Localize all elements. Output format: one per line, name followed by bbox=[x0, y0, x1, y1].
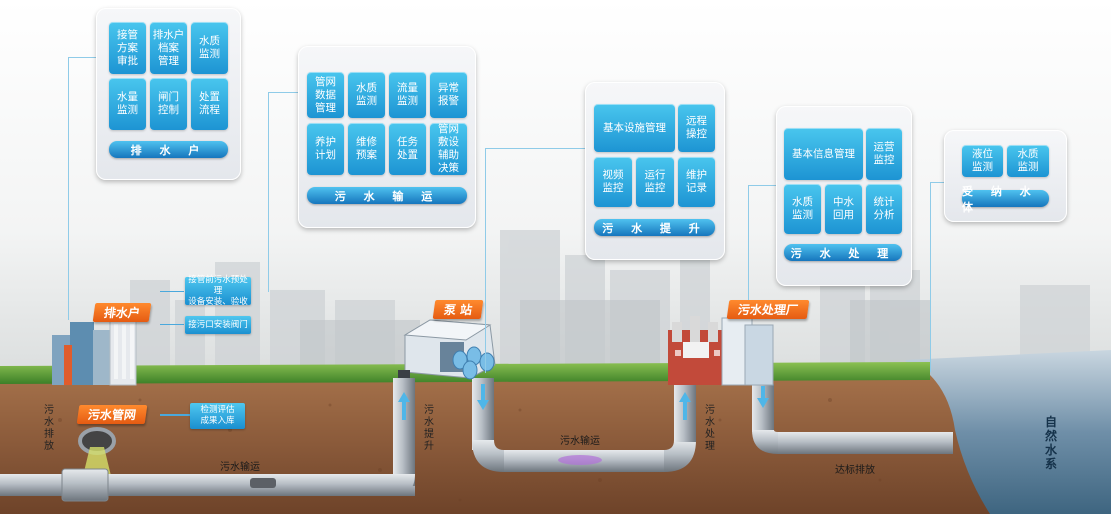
tag-drainage-user: 排水户 bbox=[92, 303, 152, 322]
cell-water-quality[interactable]: 水质 监测 bbox=[1007, 145, 1049, 177]
cell-facility-management[interactable]: 基本设施管理 bbox=[594, 104, 675, 152]
label-treatment: 污水处理 bbox=[705, 405, 715, 452]
cell-network-data[interactable]: 管网 数据 管理 bbox=[307, 72, 344, 118]
cell-water-quality[interactable]: 水质 监测 bbox=[191, 22, 228, 74]
panel-sewage-lift: 基本设施管理 远程 操控 视频 监控 运行 监控 维护 记录 污 水 提 升 bbox=[585, 82, 725, 260]
connector-line bbox=[268, 92, 269, 292]
box-inspection: 检测评估 成果入库 bbox=[190, 403, 245, 429]
cell-gate-control[interactable]: 闸门 控制 bbox=[150, 78, 187, 130]
tag-sewage-network: 污水管网 bbox=[76, 405, 148, 424]
panel-drainage-user: 接管 方案 审批 排水户 档案 管理 水质 监测 水量 监测 闸门 控制 处置 … bbox=[96, 8, 241, 180]
arrow-line bbox=[160, 291, 184, 292]
cell-task-handling[interactable]: 任务 处置 bbox=[389, 123, 426, 175]
cell-water-volume[interactable]: 水量 监测 bbox=[109, 78, 146, 130]
tag-pump-station: 泵 站 bbox=[432, 300, 484, 319]
label-discharge: 污水排放 bbox=[44, 405, 54, 452]
cell-user-archive[interactable]: 排水户 档案 管理 bbox=[150, 22, 187, 74]
arrow-line bbox=[160, 324, 184, 325]
cell-remote-control[interactable]: 远程 操控 bbox=[678, 104, 715, 152]
cell-maintenance-plan[interactable]: 养护 计划 bbox=[307, 123, 344, 175]
panel-title-sewage-lift: 污 水 提 升 bbox=[594, 219, 715, 236]
cell-level-monitor[interactable]: 液位 监测 bbox=[962, 145, 1003, 177]
label-transport-1: 污水输运 bbox=[220, 462, 260, 473]
label-natural-water: 自然水系 bbox=[1045, 415, 1058, 471]
connector-line bbox=[68, 57, 69, 320]
panel-sewage-transport: 管网 数据 管理 水质 监测 流量 监测 异常 报警 养护 计划 维修 预案 任… bbox=[298, 46, 476, 228]
box-pretreatment: 接管前污水预处理 设备安装、验收 bbox=[185, 275, 251, 307]
connector-line bbox=[68, 57, 96, 58]
panel-title-sewage-transport: 污 水 输 运 bbox=[307, 187, 467, 204]
arrow-line bbox=[160, 414, 190, 416]
cell-repair-plan[interactable]: 维修 预案 bbox=[348, 123, 385, 175]
cell-flow-monitor[interactable]: 流量 监测 bbox=[389, 72, 426, 118]
cell-connection-approval[interactable]: 接管 方案 审批 bbox=[109, 22, 146, 74]
cell-operation-monitor[interactable]: 运营 监控 bbox=[866, 128, 902, 180]
cell-operation-monitor[interactable]: 运行 监控 bbox=[636, 157, 674, 207]
cell-water-quality[interactable]: 水质 监测 bbox=[784, 184, 821, 234]
cell-statistical-analysis[interactable]: 统计 分析 bbox=[866, 184, 902, 234]
panel-title-sewage-treatment: 污 水 处 理 bbox=[784, 244, 902, 261]
cell-network-decision[interactable]: 管网 敷设 辅助 决策 bbox=[430, 123, 467, 175]
connector-line bbox=[485, 148, 585, 149]
cell-handling-process[interactable]: 处置 流程 bbox=[191, 78, 228, 130]
panel-receiving-water: 液位 监测 水质 监测 受 纳 水 体 bbox=[944, 130, 1067, 222]
panel-sewage-treatment: 基本信息管理 运营 监控 水质 监测 中水 回用 统计 分析 污 水 处 理 bbox=[776, 106, 912, 286]
connector-line bbox=[930, 182, 931, 372]
cell-video-monitor[interactable]: 视频 监控 bbox=[594, 157, 632, 207]
tag-treatment-plant: 污水处理厂 bbox=[726, 300, 810, 319]
label-transport-2: 污水输运 bbox=[560, 436, 600, 447]
cell-basic-info[interactable]: 基本信息管理 bbox=[784, 128, 863, 180]
label-standard-discharge: 达标排放 bbox=[835, 465, 875, 476]
connector-line bbox=[930, 182, 944, 183]
connector-line bbox=[485, 148, 486, 373]
panel-title-receiving-water: 受 纳 水 体 bbox=[962, 185, 1049, 214]
panel-title-drainage-user: 排 水 户 bbox=[109, 141, 228, 158]
connector-line bbox=[268, 92, 298, 93]
connector-line bbox=[748, 185, 776, 186]
cell-anomaly-alarm[interactable]: 异常 报警 bbox=[430, 72, 467, 118]
cell-reclaimed-water[interactable]: 中水 回用 bbox=[825, 184, 862, 234]
label-lift: 污水提升 bbox=[424, 405, 434, 452]
box-outlet-valve: 接污口安装阀门 bbox=[185, 316, 251, 334]
connector-line bbox=[748, 185, 749, 310]
cell-water-quality[interactable]: 水质 监测 bbox=[348, 72, 385, 118]
cell-maintenance-record[interactable]: 维护 记录 bbox=[678, 157, 715, 207]
